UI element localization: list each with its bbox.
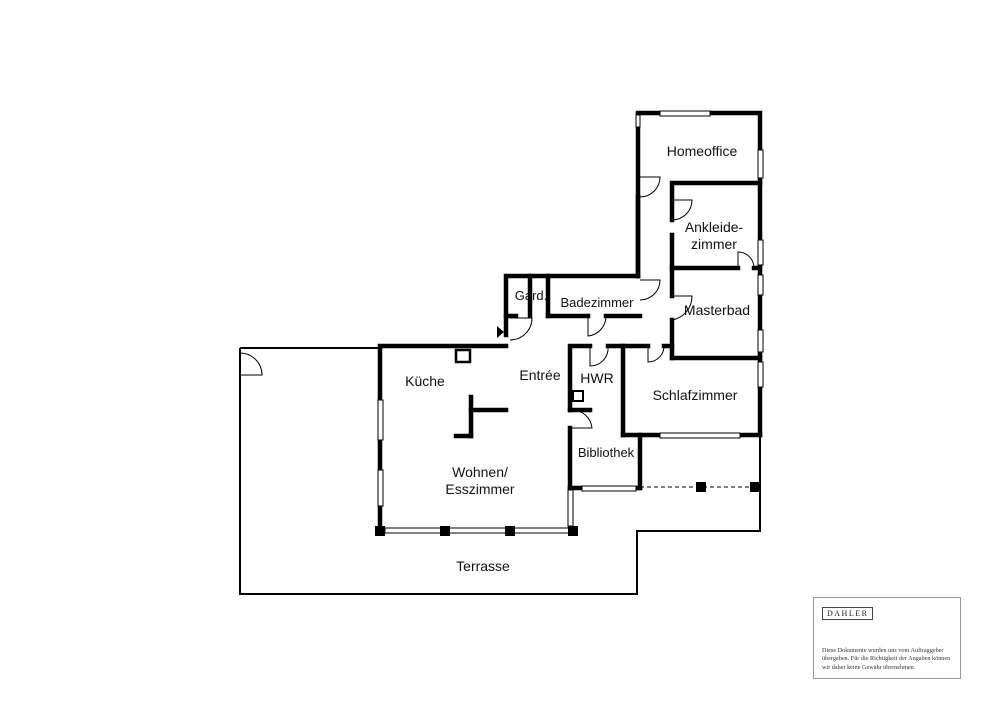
room-label-wohnen-line1: Wohnen/ — [452, 464, 508, 480]
room-label-ankleide-line2: zimmer — [691, 236, 737, 252]
room-label-entree: Entrée — [519, 367, 560, 383]
room-labels: Homeoffice Ankleide- zimmer Gard. Badezi… — [405, 143, 750, 574]
doors — [239, 176, 755, 429]
terrace-outline — [239, 347, 761, 595]
disclaimer-box: DAHLER Diese Dokumente wurden uns vom Au… — [813, 597, 961, 679]
room-label-terrasse: Terrasse — [456, 558, 510, 574]
room-label-homeoffice: Homeoffice — [667, 143, 738, 159]
room-label-masterbad: Masterbad — [684, 302, 750, 318]
windows — [377, 110, 764, 534]
disclaimer-text: Diese Dokumente wurden uns vom Auftragge… — [822, 647, 951, 671]
exterior-walls — [377, 110, 763, 533]
room-label-gard: Gard. — [515, 288, 548, 303]
room-label-bibliothek: Bibliothek — [578, 445, 635, 460]
room-label-wohnen-line2: Esszimmer — [445, 481, 515, 497]
entrance-arrow-icon — [497, 326, 504, 338]
room-label-badezimmer: Badezimmer — [561, 295, 635, 310]
room-label-hwr: HWR — [580, 370, 613, 386]
brand-logo: DAHLER — [822, 607, 874, 620]
room-label-kueche: Küche — [405, 373, 445, 389]
room-label-schlafzimmer: Schlafzimmer — [653, 387, 738, 403]
room-label-ankleide-line1: Ankleide- — [685, 219, 744, 235]
columns — [375, 482, 760, 536]
